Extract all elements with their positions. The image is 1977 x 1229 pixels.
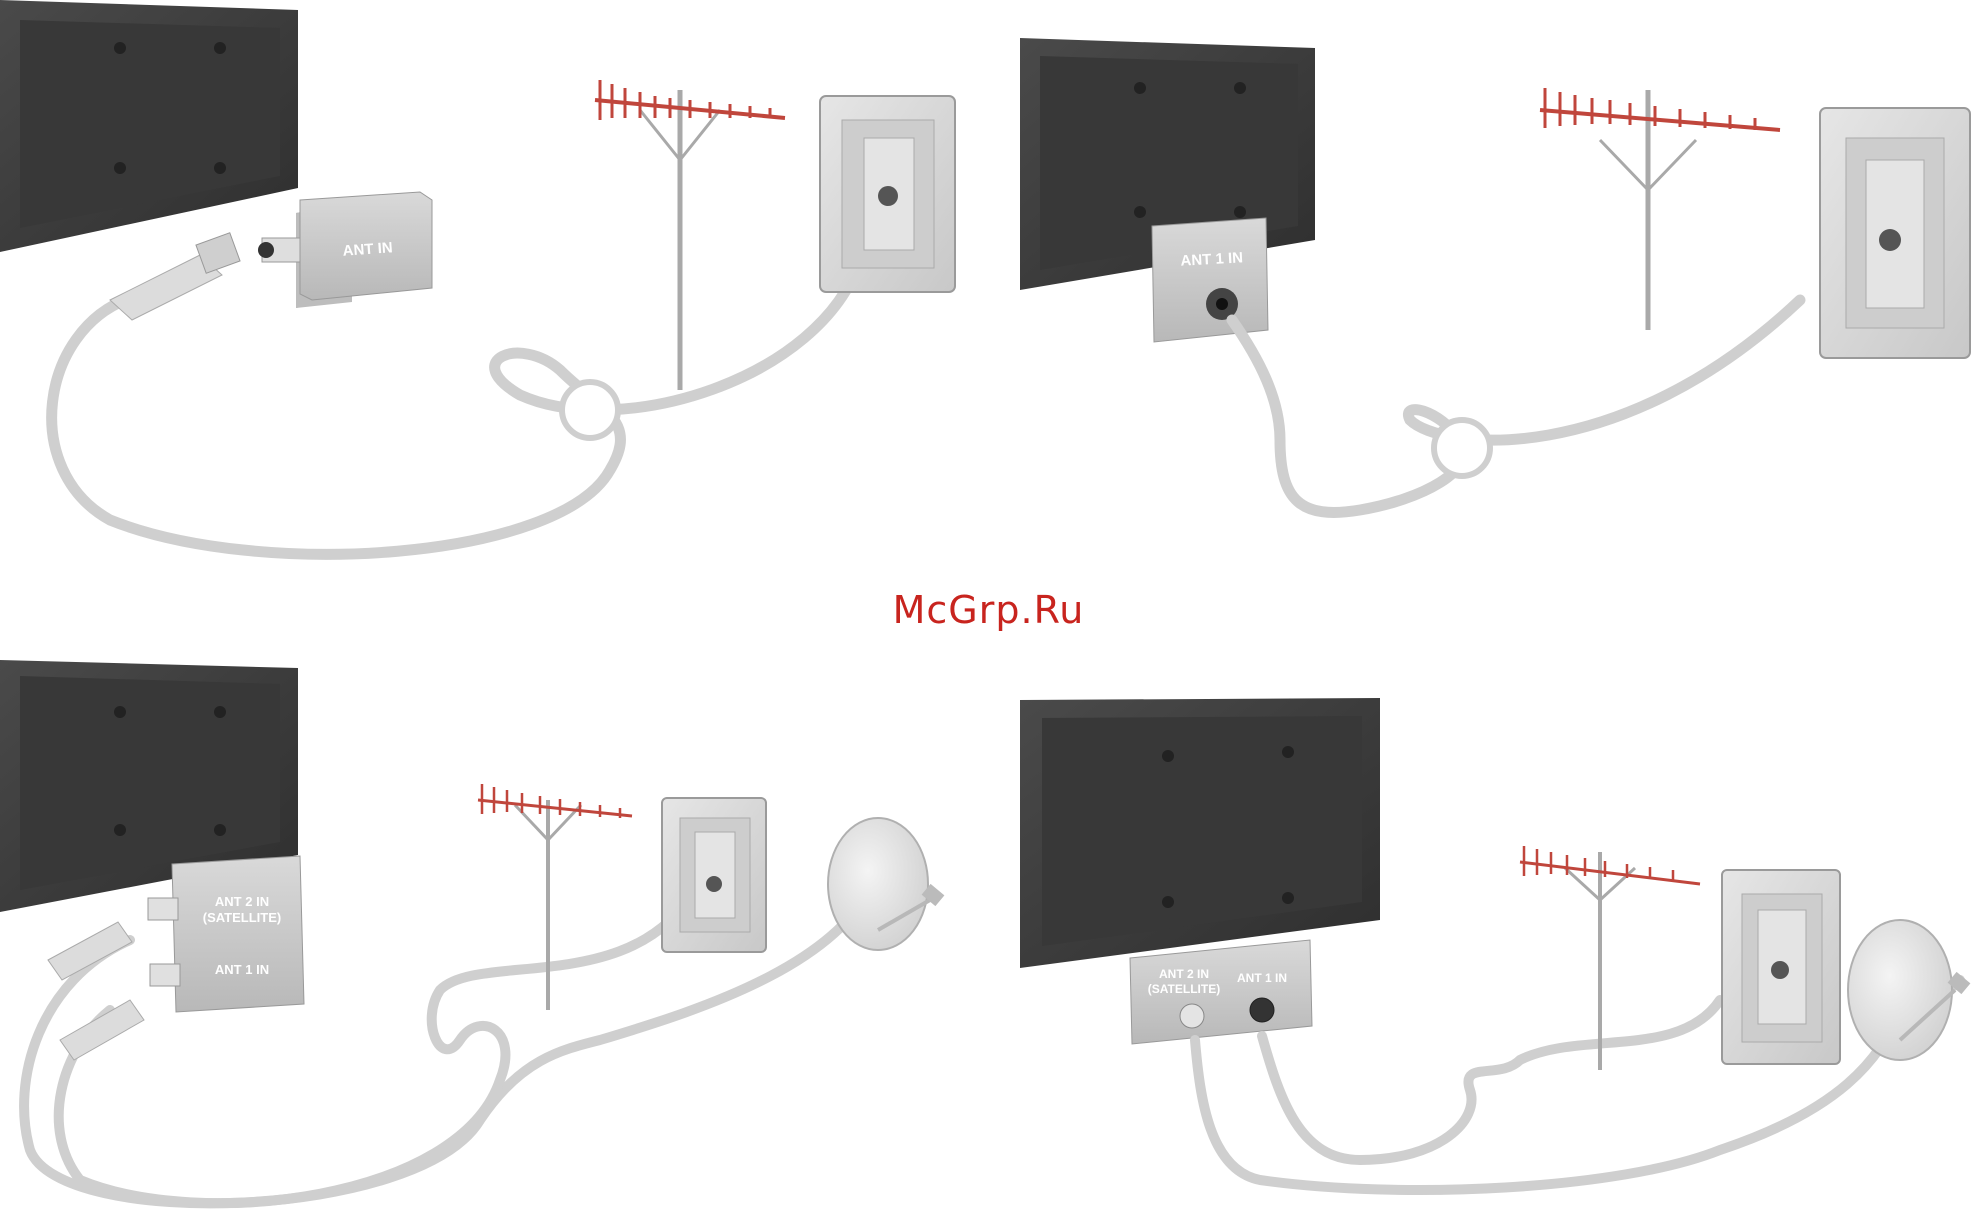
ant-ports-box: ANT 2 IN (SATELLITE) ANT 1 IN xyxy=(1130,940,1312,1044)
terrestrial-cable xyxy=(1262,1000,1720,1160)
wall-outlet-icon xyxy=(1820,108,1970,358)
ant2-label-line1: ANT 2 IN xyxy=(215,894,269,909)
ant-in-port-box: ANT IN xyxy=(258,192,432,308)
watermark: McGrp.Ru xyxy=(0,588,1977,632)
wall-outlet-icon xyxy=(1722,870,1840,1064)
satellite-dish-icon xyxy=(1848,920,1970,1060)
ant-in-label: ANT IN xyxy=(342,239,393,259)
ant2-label-line2: (SATELLITE) xyxy=(203,910,281,925)
panel-bottom-right: ANT 2 IN (SATELLITE) ANT 1 IN xyxy=(1020,698,1970,1190)
tv-back-icon xyxy=(1020,698,1380,968)
ant2-label-line2: (SATELLITE) xyxy=(1148,982,1220,996)
wall-outlet-icon xyxy=(662,798,766,952)
ant1-label: ANT 1 IN xyxy=(215,962,269,977)
ant2-label-line1: ANT 2 IN xyxy=(1159,967,1209,981)
ant1-port-box: ANT 1 IN xyxy=(1152,218,1268,342)
tv-back-icon xyxy=(0,0,298,252)
ant1-label: ANT 1 IN xyxy=(1237,971,1287,985)
coax-cable xyxy=(52,260,860,554)
coax-cable xyxy=(1232,300,1800,512)
ant1-label: ANT 1 IN xyxy=(1180,249,1243,269)
ant-ports-box: ANT 2 IN (SATELLITE) ANT 1 IN xyxy=(148,856,304,1012)
panel-top-right: ANT 1 IN xyxy=(1020,38,1970,512)
satellite-dish-icon xyxy=(828,818,944,950)
panel-bottom-left: ANT 2 IN (SATELLITE) ANT 1 IN xyxy=(0,660,944,1203)
roof-antenna-icon xyxy=(595,80,785,390)
roof-antenna-icon xyxy=(1540,88,1780,330)
wall-outlet-icon xyxy=(820,96,955,292)
panel-top-left: ANT IN xyxy=(0,0,955,554)
coax-plug-icon xyxy=(110,233,240,320)
